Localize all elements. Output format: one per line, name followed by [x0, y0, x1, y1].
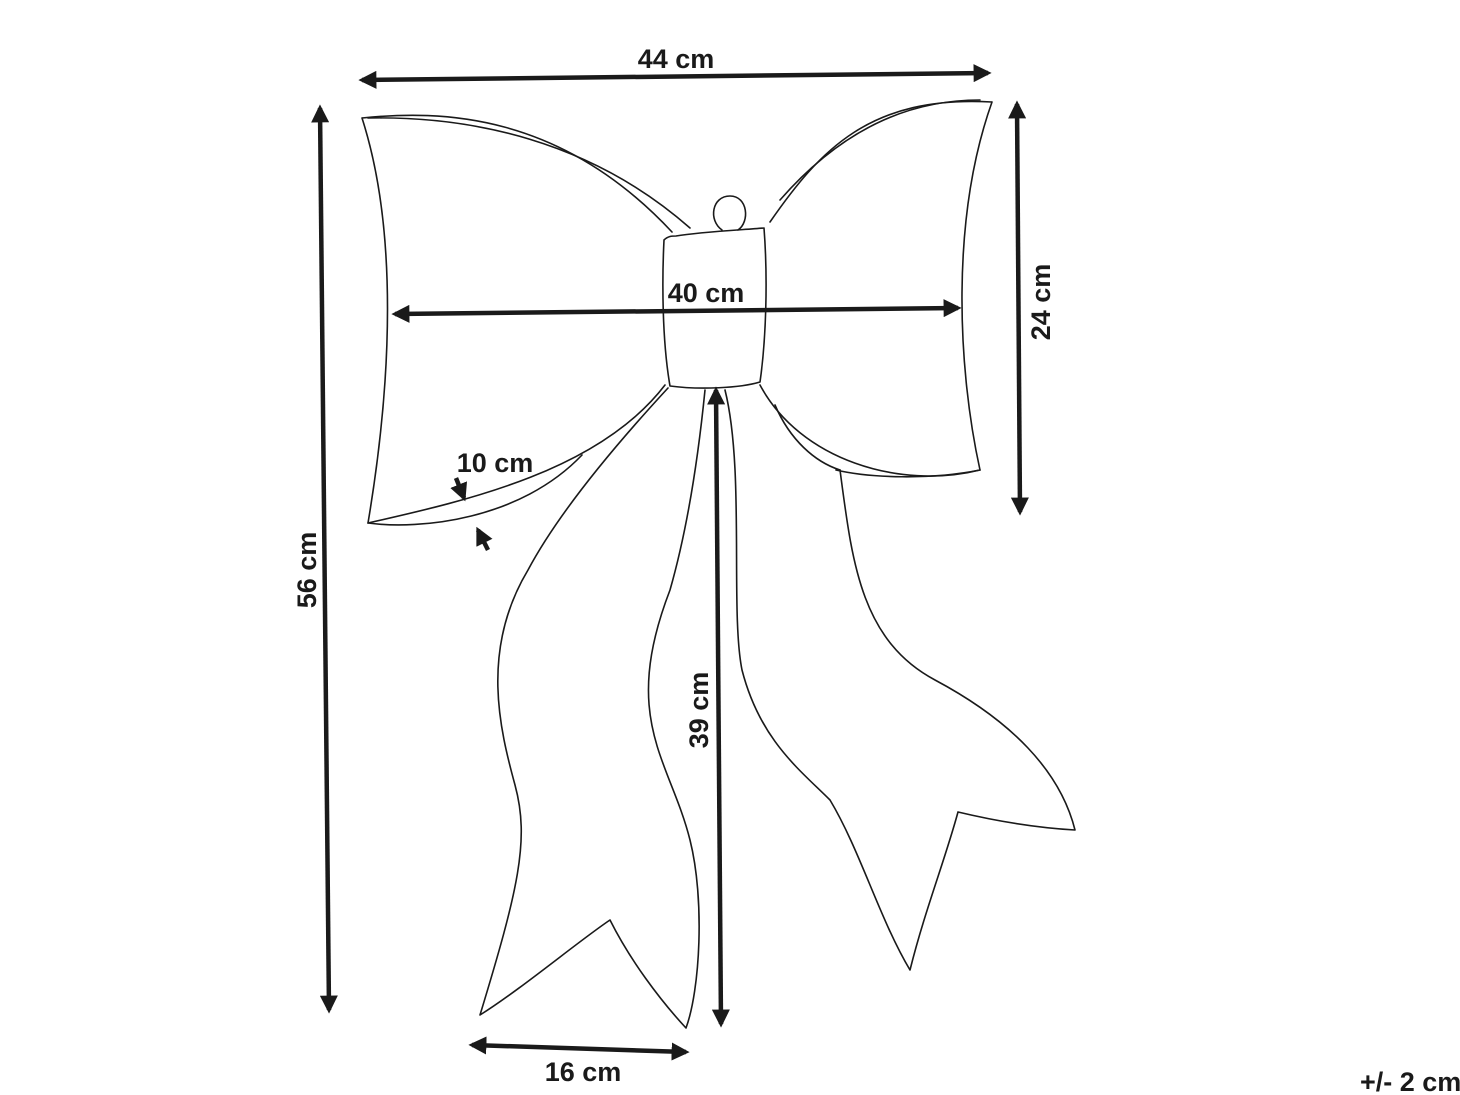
total-width-label: 44 cm	[638, 44, 715, 74]
right-tail	[724, 389, 1076, 971]
inner-width-dim-line	[391, 299, 962, 323]
loop-height-label: 24 cm	[1026, 264, 1056, 341]
tolerance-label: +/- 2 cm	[1360, 1067, 1460, 1095]
bow-outline	[361, 99, 1076, 1029]
tail-width-label: 16 cm	[545, 1057, 622, 1087]
dimension-lines	[311, 64, 1029, 1061]
loop-depth-arrow-top	[450, 477, 468, 502]
total-height-dim-line	[311, 104, 338, 1014]
total-width-dim-line	[358, 64, 992, 89]
total-height-label: 56 cm	[292, 532, 322, 609]
tail-length-dim-line	[707, 386, 730, 1028]
tail-length-label: 39 cm	[684, 672, 714, 749]
dimension-labels: 44 cm 40 cm 56 cm 24 cm 39 cm 10 cm 16 c…	[292, 44, 1460, 1095]
loop-height-dim-line	[1008, 100, 1029, 516]
inner-width-label: 40 cm	[668, 278, 745, 308]
right-loop	[759, 100, 993, 477]
tail-width-dim-line	[468, 1036, 690, 1061]
left-loop-fold	[367, 117, 691, 526]
left-tail	[479, 387, 706, 1029]
hanging-loop	[712, 195, 747, 231]
loop-depth-label: 10 cm	[457, 448, 534, 478]
loop-depth-arrow-bottom	[475, 526, 493, 552]
right-loop-fold	[774, 99, 981, 478]
left-loop	[361, 114, 673, 524]
